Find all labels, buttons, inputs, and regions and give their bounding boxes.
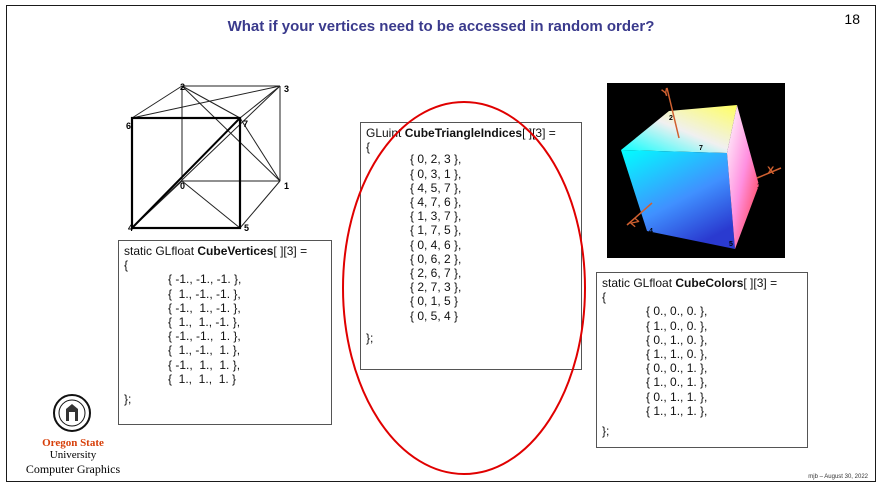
cube-colors-header: static GLfloat CubeColors[ ][3] =	[602, 276, 778, 290]
close-brace: };	[124, 392, 132, 407]
color-row: { 1., 1., 1. },	[646, 403, 708, 418]
axis-x-label: X	[767, 165, 775, 177]
slide-frame	[6, 5, 876, 482]
open-brace: {	[366, 140, 371, 155]
slide-title: What if your vertices need to be accesse…	[227, 18, 655, 35]
index-row: { 0, 3, 1 },	[410, 166, 462, 181]
wire-vertex-0: 0	[180, 181, 186, 191]
vertex-row: { -1., 1., 1. },	[168, 357, 241, 372]
color-row: { 0., 1., 1. },	[646, 389, 708, 404]
index-row: { 4, 5, 7 },	[410, 180, 462, 195]
wire-vertex-2: 2	[180, 82, 186, 92]
vertex-row: { 1., 1., -1. },	[168, 315, 241, 330]
open-brace: {	[602, 290, 607, 305]
wire-vertex-5: 5	[244, 223, 250, 233]
wire-vertex-3: 3	[284, 84, 290, 94]
index-row: { 1, 3, 7 },	[410, 209, 462, 224]
vertex-row: { -1., -1., -1. },	[168, 272, 242, 287]
close-brace: };	[366, 330, 374, 345]
color-row: { 0., 1., 0. },	[646, 332, 708, 347]
index-row: { 2, 7, 3 },	[410, 280, 462, 295]
cube-vertices-code-box: static GLfloat CubeVertices[ ][3] = { { …	[118, 240, 332, 425]
close-brace: };	[602, 424, 610, 439]
cube-colors-code-box: static GLfloat CubeColors[ ][3] = { { 0.…	[596, 272, 808, 448]
osu-name-line3: Computer Graphics	[25, 462, 121, 476]
index-row: { 1, 7, 5 },	[410, 223, 462, 238]
wire-vertex-1: 1	[284, 181, 290, 191]
color-cube-image: Y X Z 1 2 3 4 5 6 7	[607, 83, 785, 258]
vertex-row: { -1., 1., -1. },	[168, 300, 241, 315]
color-vertex-2: 2	[669, 115, 673, 122]
wire-vertex-4: 4	[128, 223, 134, 233]
cube-vertices-header: static GLfloat CubeVertices[ ][3] =	[124, 244, 308, 258]
color-row: { 1., 0., 0. },	[646, 318, 708, 333]
index-row: { 0, 2, 3 },	[410, 152, 462, 167]
color-vertex-4: 4	[649, 228, 653, 235]
color-vertex-1: 1	[757, 183, 761, 190]
color-row: { 1., 1., 0. },	[646, 347, 708, 362]
wire-vertex-7: 7	[243, 119, 249, 129]
color-rows: { 0., 0., 0. }, { 1., 0., 0. }, { 0., 1.…	[602, 304, 802, 418]
index-row: { 0, 4, 6 },	[410, 237, 462, 252]
index-row: { 4, 7, 6 },	[410, 195, 462, 210]
index-row: { 0, 6, 2 },	[410, 251, 462, 266]
vertex-row: { -1., -1., 1. },	[168, 329, 241, 344]
color-vertex-7: 7	[699, 145, 703, 152]
highlight-ellipse	[342, 101, 586, 475]
index-rows: { 0, 2, 3 }, { 0, 3, 1 }, { 4, 5, 7 }, {…	[366, 152, 576, 322]
color-row: { 0., 0., 0. },	[646, 304, 708, 319]
color-vertex-3: 3	[739, 99, 743, 106]
vertex-row: { 1., -1., 1. },	[168, 343, 241, 358]
color-vertex-6: 6	[611, 145, 615, 152]
wire-vertex-6: 6	[126, 121, 132, 131]
osu-name-line2: University	[49, 449, 97, 461]
wireframe-cube-diagram	[130, 85, 281, 230]
index-row: { 2, 6, 7 },	[410, 266, 462, 281]
vertex-rows: { -1., -1., -1. }, { 1., -1., -1. }, { -…	[124, 272, 326, 386]
osu-name-line1: Oregon State	[42, 437, 104, 449]
index-row: { 0, 1, 5 }	[410, 294, 459, 309]
osu-seal-logo	[53, 394, 91, 432]
color-vertex-5: 5	[729, 241, 733, 248]
open-brace: {	[124, 258, 129, 273]
color-row: { 1., 0., 1. },	[646, 375, 708, 390]
footer-credit: mjb – August 30, 2022	[808, 474, 868, 480]
vertex-row: { 1., -1., -1. },	[168, 286, 241, 301]
vertex-row: { 1., 1., 1. }	[168, 371, 237, 386]
index-row: { 0, 5, 4 }	[410, 308, 459, 323]
page-number: 18	[844, 11, 860, 27]
cube-indices-code-box: GLuint CubeTriangleIndices[ ][3] = { { 0…	[360, 122, 582, 370]
color-row: { 0., 0., 1. },	[646, 361, 708, 376]
